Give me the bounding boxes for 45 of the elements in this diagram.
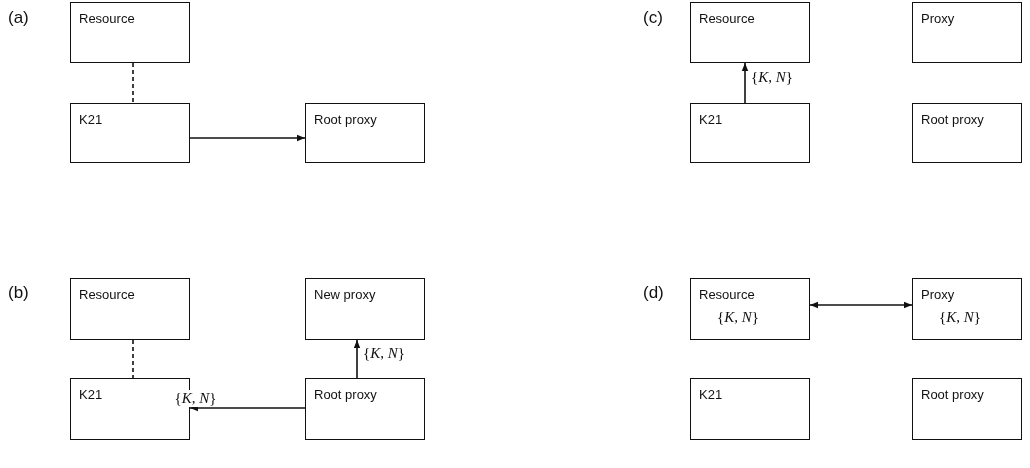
edge-label: {K, N} xyxy=(172,390,219,407)
process-box xyxy=(305,103,425,163)
box-label: Resource xyxy=(699,287,755,302)
box-label: Resource xyxy=(79,11,135,26)
arrow xyxy=(741,62,749,104)
box-label: K21 xyxy=(79,112,103,127)
box-label: K21 xyxy=(79,387,103,402)
box-label: Resource xyxy=(699,11,755,26)
edge-label: {K, N} xyxy=(361,345,407,362)
connector-line xyxy=(132,339,134,379)
process-box xyxy=(305,378,425,440)
arrow xyxy=(189,404,306,412)
process-box xyxy=(690,2,810,63)
panel-label: (c) xyxy=(643,8,663,28)
box-label: Proxy xyxy=(921,287,955,302)
box-label: New proxy xyxy=(314,287,376,302)
panel-label: (a) xyxy=(8,8,29,28)
connector-line xyxy=(132,62,134,104)
box-label: K21 xyxy=(699,387,723,402)
arrow xyxy=(809,301,913,309)
box-label: Proxy xyxy=(921,11,955,26)
process-box xyxy=(912,278,1022,340)
process-box xyxy=(912,378,1022,440)
process-box xyxy=(912,2,1022,63)
arrow xyxy=(353,339,361,379)
panel-label: (d) xyxy=(643,283,664,303)
box-label: Root proxy xyxy=(921,112,984,127)
key-label: {K, N} xyxy=(717,309,759,326)
box-label: Root proxy xyxy=(314,112,377,127)
process-box xyxy=(70,278,190,340)
box-label: Root proxy xyxy=(314,387,377,402)
key-label: {K, N} xyxy=(939,309,981,326)
box-label: Root proxy xyxy=(921,387,984,402)
process-box xyxy=(70,103,190,163)
box-label: Resource xyxy=(79,287,135,302)
process-box xyxy=(305,278,425,340)
arrow xyxy=(189,134,306,142)
process-box xyxy=(690,278,810,340)
edge-label: {K, N} xyxy=(749,69,795,86)
process-box xyxy=(690,103,810,163)
process-box xyxy=(690,378,810,440)
process-box xyxy=(70,2,190,63)
panel-label: (b) xyxy=(8,283,29,303)
process-box xyxy=(912,103,1022,163)
box-label: K21 xyxy=(699,112,723,127)
